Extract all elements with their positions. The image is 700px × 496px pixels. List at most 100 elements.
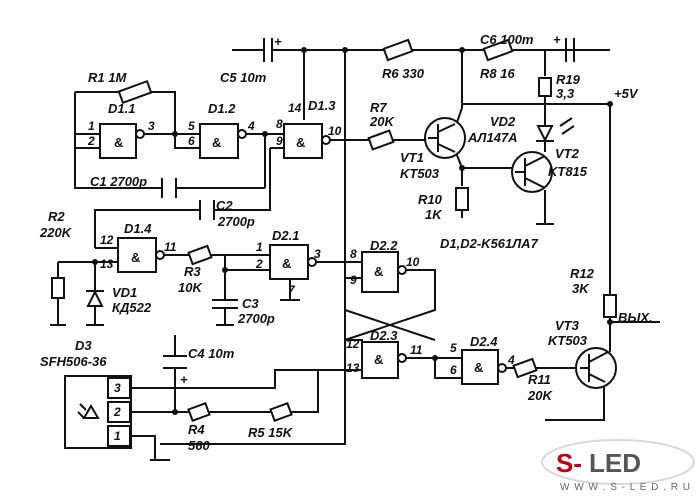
pin-number: 3: [114, 381, 121, 395]
logo-led: LED: [589, 448, 641, 478]
r19-value: 3,3: [556, 86, 575, 101]
resistor-bodies: [51, 38, 617, 422]
pin-number: 5: [188, 119, 195, 133]
vt1-type: KT503: [400, 166, 440, 181]
pin-number: 8: [276, 117, 283, 131]
and-symbol: &: [114, 135, 123, 150]
r1-value: 1M: [108, 70, 127, 85]
pin-number: 2: [87, 134, 95, 148]
r6-name: R6: [382, 66, 399, 81]
ir-receiver-module: [64, 375, 132, 449]
d3-name: D3: [75, 338, 92, 353]
r10-name: R10: [418, 192, 443, 207]
and-symbol: &: [374, 264, 383, 279]
logo-s: S-: [556, 448, 582, 478]
pin-number: 1: [88, 119, 95, 133]
transistor-bodies: [424, 117, 617, 389]
r2-name: R2: [48, 209, 65, 224]
pin-number: 2: [113, 405, 121, 419]
pin-number: 13: [346, 361, 360, 375]
gate-labels: D1.1 D1.2 D1.3 D1.4 D2.1 D2.2 D2.3 D2.4 …: [108, 98, 498, 375]
pin-number: 11: [410, 343, 423, 357]
label-d2-4: D2.4: [470, 334, 498, 349]
vt1-name: VT1: [400, 150, 424, 165]
c5-label: C5 10m: [220, 70, 267, 85]
s-led-logo: S- LED W W W . S - L E D . R U: [541, 439, 695, 493]
supply-label: +5V: [614, 86, 639, 101]
r11-value: 20K: [527, 388, 553, 403]
r12-name: R12: [570, 266, 595, 281]
r11-name: R11: [528, 372, 551, 387]
r7-name: R7: [370, 100, 387, 115]
label-d2-1: D2.1: [272, 228, 299, 243]
label-d1-2: D1.2: [208, 101, 236, 116]
pin-number: 1: [114, 429, 121, 443]
r5-value: 15K: [268, 425, 293, 440]
pin-number: 11: [164, 240, 177, 254]
and-symbol: &: [282, 256, 291, 271]
c4-label: C4 10m: [188, 346, 235, 361]
vt2-type: KT815: [548, 164, 588, 179]
logo-url: W W W . S - L E D . R U: [560, 482, 691, 493]
r4-value: 560: [188, 438, 210, 453]
r7-value: 20K: [369, 114, 395, 129]
and-symbol: &: [474, 360, 483, 375]
r3-value: 10K: [178, 280, 203, 295]
c2-name: C2: [216, 198, 233, 213]
c4-plus: +: [180, 372, 188, 387]
svg-text:R8 16: R8 16: [480, 66, 515, 81]
and-symbol: &: [374, 352, 383, 367]
label-d2-2: D2.2: [370, 238, 398, 253]
vd2-type: АЛ147А: [467, 130, 518, 145]
pin-number: 7: [288, 283, 296, 297]
vd1-type: КД522: [112, 300, 152, 315]
r19-name: R19: [556, 72, 581, 87]
r8-name: R8: [480, 66, 497, 81]
label-d1-1: D1.1: [108, 101, 135, 116]
pin-number: 9: [276, 134, 283, 148]
pin-number: 5: [450, 341, 457, 355]
c3-value: 2700p: [237, 311, 275, 326]
output-label: ВЫХ.: [618, 310, 653, 325]
r2-value: 220K: [39, 225, 73, 240]
pin-number: 6: [188, 134, 195, 148]
pin-numbers: 1 2 3 5 6 4 8 9 14 10 12 13 11 1 2 3 7 8…: [87, 101, 515, 443]
pin-number: 12: [100, 233, 114, 247]
pin-number: 10: [406, 255, 420, 269]
vt2-name: VT2: [555, 146, 580, 161]
label-d1-3: D1.3: [308, 98, 336, 113]
c2-value: 2700p: [217, 214, 255, 229]
c3-name: C3: [242, 296, 259, 311]
c6-plus: +: [553, 32, 561, 47]
gate-bodies: [99, 123, 507, 385]
wiring: [57, 49, 660, 461]
pin-number: 2: [255, 257, 263, 271]
pin-number: 13: [100, 257, 114, 271]
label-d1-4: D1.4: [124, 221, 152, 236]
pin-number: 9: [350, 273, 357, 287]
vt3-name: VT3: [555, 318, 580, 333]
pin-number: 14: [288, 101, 302, 115]
svg-text:R5 15K: R5 15K: [248, 425, 294, 440]
pin-number: 6: [450, 363, 457, 377]
r3-name: R3: [184, 264, 201, 279]
d3-type: SFH506-36: [40, 354, 107, 369]
pin-number: 4: [507, 353, 515, 367]
r4-name: R4: [188, 422, 205, 437]
and-symbol: &: [131, 250, 140, 265]
grounds-and-junctions: [50, 47, 613, 461]
r6-value: 330: [402, 66, 424, 81]
vt3-type: KT503: [548, 333, 588, 348]
pin-number: 8: [350, 247, 357, 261]
svg-text:R1 1M: R1 1M: [88, 70, 127, 85]
r10-value: 1K: [425, 207, 443, 222]
ic-types: D1,D2-K561ЛА7: [440, 236, 539, 251]
pin-number: 4: [247, 119, 255, 133]
and-symbol: &: [212, 135, 221, 150]
vd1-name: VD1: [112, 285, 137, 300]
c1-label: C1 2700p: [90, 174, 147, 189]
r8-value: 16: [500, 66, 515, 81]
c5-plus: +: [274, 34, 282, 49]
label-d2-3: D2.3: [370, 328, 398, 343]
r12-value: 3K: [572, 281, 590, 296]
